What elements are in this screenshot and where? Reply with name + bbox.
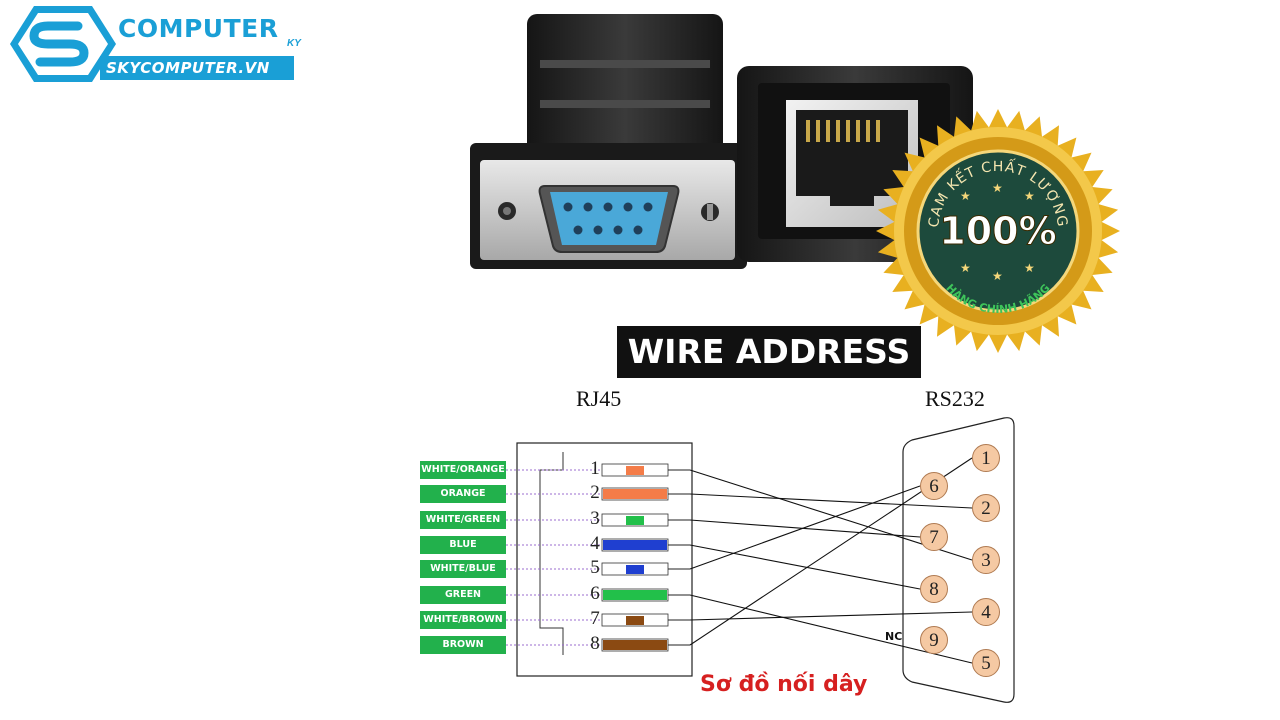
wire-label-1: WHITE/ORANGE <box>420 461 506 479</box>
logo-emblem-icon <box>10 6 116 82</box>
rj45-contact-color-8 <box>603 640 667 650</box>
rj45-pin-number-8: 8 <box>590 633 600 654</box>
rj45-clip-line <box>539 590 564 655</box>
quality-seal-icon: CAM KẾT CHẤT LƯỢNG 100% HÀNG CHÍNH HÃNG … <box>876 109 1120 353</box>
db9-pin-7: 7 <box>920 523 948 551</box>
logo-brand-text: COMPUTER <box>118 14 279 43</box>
db9-pin-9: 9 <box>920 626 948 654</box>
rj45-contact-color-2 <box>603 489 667 499</box>
wire-label-5: WHITE/BLUE <box>420 560 506 578</box>
rj45-header: RJ45 <box>576 386 622 411</box>
db9-pin-2: 2 <box>972 494 1000 522</box>
svg-text:★: ★ <box>992 181 1003 195</box>
rj45-contact-color-6 <box>603 590 667 600</box>
db9-pin-3: 3 <box>972 546 1000 574</box>
svg-text:★: ★ <box>960 189 971 203</box>
wire-3-to-7 <box>689 519 921 538</box>
rs232-header: RS232 <box>925 386 985 411</box>
wire-6-to-5 <box>689 594 973 664</box>
diagram-title: WIRE ADDRESS <box>627 332 911 371</box>
diagram-caption: Sơ đồ nối dây <box>700 672 868 697</box>
seal-percent-text: 100% <box>939 209 1056 253</box>
db9-pin-6: 6 <box>920 472 948 500</box>
rj45-pin-number-2: 2 <box>590 482 600 503</box>
rj45-outline <box>516 442 693 677</box>
wire-label-3: WHITE/GREEN <box>420 511 506 529</box>
brand-logo: COMPUTER KY SKYCOMPUTER.VN <box>8 4 318 84</box>
logo-url-bar <box>100 56 294 80</box>
db9-pin-1: 1 <box>972 444 1000 472</box>
wire-2-to-2 <box>689 493 973 509</box>
logo-website-text: SKYCOMPUTER.VN <box>106 59 270 77</box>
rj45-pin-number-1: 1 <box>590 458 600 479</box>
rj45-contact-color-4 <box>603 540 667 550</box>
wire-label-4: BLUE <box>420 536 506 554</box>
db9-pin-8: 8 <box>920 575 948 603</box>
nc-label: NC <box>885 630 903 643</box>
svg-text:★: ★ <box>1024 189 1035 203</box>
rj45-pin-number-4: 4 <box>590 533 600 554</box>
rj45-pin-number-7: 7 <box>590 608 600 629</box>
wire-label-7: WHITE/BROWN <box>420 611 506 629</box>
wire-label-6: GREEN <box>420 586 506 604</box>
wire-5-to-6 <box>689 485 921 570</box>
wire-7-to-4 <box>689 611 973 621</box>
wire-label-2: ORANGE <box>420 485 506 503</box>
rj45-contact-color-3 <box>626 516 644 525</box>
wire-4-to-8 <box>689 544 921 590</box>
svg-text:★: ★ <box>992 269 1003 283</box>
db9-pin-4: 4 <box>972 598 1000 626</box>
svg-text:★: ★ <box>960 261 971 275</box>
rj45-contact-color-7 <box>626 616 644 625</box>
rj45-contact-color-5 <box>626 565 644 574</box>
db9-adapter-icon <box>470 14 747 269</box>
rj45-contact-color-1 <box>626 466 644 475</box>
rj45-pin-number-5: 5 <box>590 557 600 578</box>
logo-suffix-text: KY <box>287 38 301 49</box>
db9-pin-5: 5 <box>972 649 1000 677</box>
wire-label-8: BROWN <box>420 636 506 654</box>
rj45-pin-number-3: 3 <box>590 508 600 529</box>
svg-text:★: ★ <box>1024 261 1035 275</box>
rj45-pin-number-6: 6 <box>590 583 600 604</box>
title-banner <box>617 326 921 378</box>
